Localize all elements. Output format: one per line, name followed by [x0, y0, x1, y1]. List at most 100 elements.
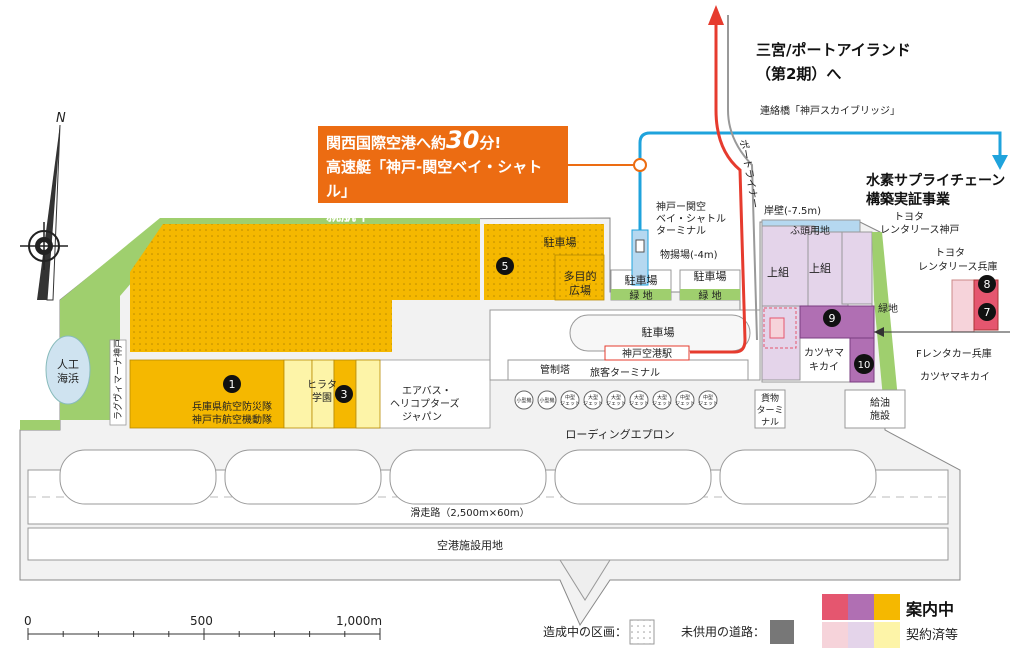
marker-1: 1: [223, 375, 241, 393]
stand-7: [652, 390, 672, 410]
label-katsuyama-out: カツヤマキカイ: [920, 371, 990, 383]
svg-text:1: 1: [229, 378, 236, 391]
marker-5: 5: [496, 257, 514, 275]
sea-route: [638, 131, 1002, 255]
label-plaza-2: 広場: [569, 284, 591, 297]
label-toyota-kobe-2: レンタリース神戸: [880, 223, 960, 236]
label-cargo-2: ターミ: [756, 405, 783, 416]
legend-guiding-label: 案内中: [906, 600, 955, 619]
legend-guide-yellow: [874, 594, 900, 620]
label-toyota-hyogo-1: トヨタ: [935, 247, 965, 259]
label-airbus-1: エアバス・: [402, 385, 452, 397]
label-f-rent: Fレンタカー兵庫: [916, 347, 992, 360]
label-marina: ラグヴィマーナ神戸: [112, 339, 124, 420]
stand-label: 中型: [680, 394, 690, 401]
label-green-b: 緑 地: [698, 289, 721, 302]
label-green-a: 緑 地: [629, 289, 652, 302]
legend-guide-red: [822, 594, 848, 620]
stand-label: ジェット: [560, 401, 580, 407]
legend-road-swatch: [770, 620, 794, 644]
stand-label: 大型: [634, 394, 644, 401]
label-katsuyama-1: カツヤマ: [804, 347, 844, 359]
stand-label: 大型: [611, 394, 621, 401]
label-beach-2: 海浜: [57, 371, 79, 385]
marker-8: 8: [978, 275, 996, 293]
label-fuel-1: 給油: [870, 396, 890, 409]
stand-label: ジェット: [675, 401, 695, 407]
plot-hirata: [283, 359, 313, 429]
label-hyogo-2: 神戸市航空機動隊: [192, 413, 272, 426]
label-airport-land: 空港施設用地: [437, 538, 503, 552]
label-toyota-hyogo-2: レンタリース兵庫: [918, 260, 998, 273]
stand-label: 大型: [588, 394, 598, 401]
stand-label: 中型: [703, 394, 713, 401]
hydrogen-title: 水素サプライチェーン 構築実証事業: [866, 173, 1006, 208]
marker-7: 7: [978, 303, 996, 321]
north-label: N: [56, 111, 66, 126]
marker-10: 10: [854, 354, 874, 374]
stand-9: [698, 390, 718, 410]
stand-label: ジェット: [698, 401, 718, 407]
label-airbus-2: ヘリコプターズ: [390, 397, 460, 410]
development-area: [130, 224, 605, 352]
svg-text:7: 7: [984, 306, 991, 319]
label-bay-shuttle-2: ベイ・シャトル: [656, 213, 726, 225]
stands-row: 小型機小型機中型ジェット大型ジェット大型ジェット大型ジェット大型ジェット中型ジェ…: [514, 390, 718, 410]
label-kamigumi-2: 上組: [809, 262, 831, 275]
label-cargo-yard: 物揚場(-4m): [660, 248, 718, 261]
plot-kamigumi-1: [761, 225, 815, 311]
label-terminal: 旅客ターミナル: [590, 366, 660, 379]
label-bay-shuttle-1: 神戸ー関空: [656, 200, 706, 213]
label-airbus-3: ジャパン: [402, 411, 442, 423]
stand-1: [514, 390, 534, 410]
label-runway: 滑走路（2,500m×60m）: [410, 506, 529, 519]
stand-6: [629, 390, 649, 410]
portliner-line: [690, 15, 747, 354]
label-plaza-1: 多目的: [564, 269, 597, 283]
label-katsuyama-2: キカイ: [809, 361, 839, 373]
plot-1: [129, 359, 285, 429]
stand-label: ジェット: [606, 401, 626, 407]
svg-text:9: 9: [829, 312, 836, 325]
scale-500: 500: [190, 614, 213, 628]
label-kamigumi-1: 上組: [767, 266, 789, 279]
svg-text:10: 10: [858, 360, 871, 371]
label-parking-a: 駐車場: [625, 273, 658, 287]
marina-strip: [109, 339, 127, 426]
scale-1000: 1,000m: [336, 614, 383, 628]
stand-4: [583, 390, 603, 410]
label-parking-main: 駐車場: [642, 325, 675, 339]
stand-label: 小型機: [516, 397, 531, 404]
legend-contract-purple: [848, 622, 874, 648]
legend-contract-yellow: [874, 622, 900, 648]
marker-3: 3: [335, 385, 353, 403]
label-fuel-2: 施設: [870, 409, 890, 422]
label-bay-shuttle-3: ターミナル: [656, 225, 706, 237]
label-toyota-kobe-1: トヨタ: [894, 211, 924, 223]
svg-text:8: 8: [984, 278, 991, 291]
scale-bar: [27, 628, 381, 640]
label-station: 神戸空港駅: [622, 347, 672, 360]
label-wharf: ふ頭用地: [790, 224, 830, 237]
label-beach-1: 人工: [57, 358, 79, 371]
stand-label: ジェット: [652, 401, 672, 407]
legend-dev-label: 造成中の区画：: [543, 625, 628, 639]
label-hyogo-1: 兵庫県航空防災隊: [192, 400, 272, 413]
label-cargo-3: ナル: [761, 417, 779, 428]
label-green-c: 緑地: [878, 302, 898, 315]
stand-label: 大型: [657, 394, 667, 401]
svg-text:5: 5: [502, 260, 509, 273]
scale-0: 0: [24, 614, 32, 628]
svg-text:3: 3: [341, 388, 348, 401]
label-hirata-1: ヒラタ: [307, 379, 337, 391]
label-parking-b: 駐車場: [694, 269, 727, 283]
stand-label: 小型機: [539, 397, 554, 404]
label-cargo-1: 貨物: [761, 392, 779, 404]
route-title: 三宮/ポートアイランド （第2期）へ: [756, 41, 911, 83]
label-control-tower: 管制塔: [540, 363, 570, 376]
north-arrow-icon: [20, 124, 68, 301]
stand-8: [675, 390, 695, 410]
stand-2: [537, 390, 557, 410]
artificial-beach: [45, 335, 91, 405]
